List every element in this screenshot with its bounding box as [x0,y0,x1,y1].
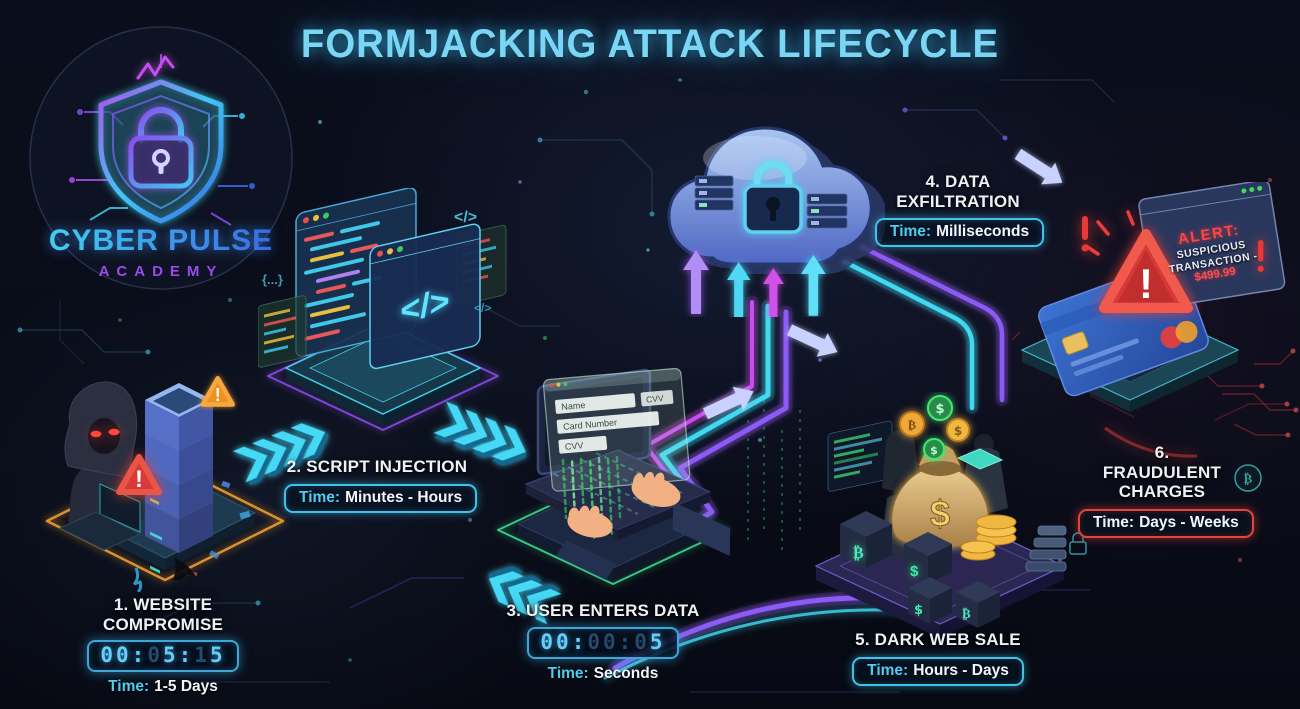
code-window-front: </> [369,223,481,370]
hacker-laptop-screen [99,483,141,533]
stage-2-duration-badge: Time:Minutes - Hours [284,483,478,513]
red-circuit-nodes [1285,348,1299,438]
cloud-server-rack-right [806,193,848,229]
bitcoin-icon: ₿ [853,543,864,562]
cyber-pulse-academy-logo: CYBER PULSE ACADEMY [29,26,293,290]
form-field-cvv-small-label: CVV [646,393,665,405]
svg-text:₿: ₿ [1244,472,1253,487]
circuit-nodes [17,107,1290,606]
user-hands [556,471,730,580]
server-stack [145,383,213,574]
stage-1-illustration-website-compromise: ! ! [45,376,285,592]
stage-6-illustration-fraudulent-charges: ! [1011,182,1299,438]
card-chip [1061,331,1089,355]
stage-5-illustration-dark-web-sale: $ $ ₿ $ $ ₿ [814,395,1067,638]
stage-4-label-block: 4. DATA EXFILTRATION Time:Milliseconds [875,172,1045,248]
stacked-slabs [1025,525,1067,572]
red-flow-trace [1104,426,1198,458]
coin-stack [960,514,1017,561]
data-rain-lines [747,400,801,555]
red-circuit-traces [1011,331,1296,436]
checkout-form-window: Name CVV Card Number CVV [542,367,691,492]
code-panel-left [258,295,307,368]
stage-1-title: 1. WEBSITE COMPROMISE [102,595,224,634]
svg-text:!: ! [215,385,221,405]
exclamation-icon: ! [1139,260,1153,307]
stage-6-label-block: 6. FRAUDULENT CHARGES Time:Days - Weeks [1078,443,1254,538]
code-icon: </> [474,301,491,315]
hacker-laptop-base [58,511,142,551]
stage-1-label-block: 1. WEBSITE COMPROMISE 00:05:15 Time:1-5 … [54,595,272,696]
warning-triangle-icon: ! [116,454,162,495]
page-title: FORMJACKING ATTACK LIFECYCLE [300,22,1000,66]
cloud-padlock-icon [743,160,803,234]
form-field-cvv[interactable] [558,435,608,454]
stage-1-countdown-timer: 00:05:15 [87,640,239,673]
upload-arrows [683,250,826,317]
form-field-cvv-small[interactable] [640,389,674,407]
form-field-name-label: Name [561,400,586,412]
stage-5-label-block: 5. DARK WEB SALE Time:Hours - Days [852,630,1024,686]
stage-5-duration-badge: Time:Hours - Days [852,656,1024,686]
dollar-icon: $ [914,603,923,618]
padlock-icon [128,107,194,189]
cloud-server-rack-left [694,175,734,211]
dollar-icon: $ [910,563,919,580]
hacker-figure [58,381,144,551]
logo-subtitle: ACADEMY [99,263,224,280]
stage-3-title: 3. USER ENTERS DATA [506,601,700,620]
exclamation-mark-icon [1081,216,1089,252]
debris-particles [132,480,251,592]
stage-3-duration: Time:Seconds [547,664,659,682]
hacker-eye [90,430,102,438]
stage-4-title: 4. DATA EXFILTRATION [896,172,1020,211]
stage-3-label-block: 3. USER ENTERS DATA 00:00:05 Time:Second… [506,601,700,683]
hooded-figure-left [882,429,920,491]
bitcoin-cube: ₿ [840,511,892,568]
money-bag-icon: $ [891,444,989,549]
darkweb-terminal-panel [827,420,893,492]
hacker-eye [108,428,120,436]
form-field-card-number[interactable] [556,411,660,434]
pulse-arrow-icon [136,55,175,80]
svg-text:!: ! [135,466,143,493]
stage-2-label-block: 2. SCRIPT INJECTION Time:Minutes - Hours [284,457,478,513]
card-network-circle [1175,320,1198,343]
stage-3-countdown-timer: 00:00:05 [527,626,679,659]
form-field-card-number-label: Card Number [563,417,618,432]
particle-dots [118,78,1272,662]
stage-6-duration-badge: Time:Days - Weeks [1078,508,1254,538]
stage-4-illustration-data-exfiltration [667,126,885,317]
stage-2-illustration-script-injection: </> </> {...} </> [258,188,507,431]
bitcoin-icon: ₿ [908,418,916,432]
dollar-icon: $ [954,424,962,438]
logo-name: CYBER PULSE [49,224,273,257]
stage-5-title: 5. DARK WEB SALE [855,630,1021,649]
stage-2-title: 2. SCRIPT INJECTION [286,457,468,476]
exclamation-mark-icon [1257,240,1264,272]
code-lines [304,221,382,341]
warning-triangle-icon: ! [200,376,235,407]
crypto-cubes-front: $ ₿ [908,577,1000,628]
stage-3-illustration-user-enters-data: Name CVV Card Number CVV [497,367,730,585]
form-field-cvv-label: CVV [564,440,583,452]
bitcoin-icon: ₿ [962,607,971,622]
dollar-icon: $ [935,402,944,417]
bitcoin-badge-icon: ₿ [1234,464,1262,492]
braces-icon: {...} [262,272,283,287]
stage-4-duration-badge: Time:Milliseconds [875,218,1045,248]
code-icon: </> [454,209,477,226]
stage-1-duration: Time:1-5 Days [108,678,218,696]
dollar-icon: $ [930,444,938,457]
form-field-name[interactable] [554,393,636,414]
floating-coins: $ ₿ $ $ [899,395,970,460]
stolen-data-package [956,448,1004,470]
dollar-cube: $ [904,532,952,584]
cloud-output-flow-lines [839,241,1008,414]
fraud-warning-triangle-icon: ! [1084,210,1193,313]
shield-inner-line [112,94,210,210]
dollar-icon: $ [930,493,950,534]
stage-6-title: 6. FRAUDULENT CHARGES [1102,443,1222,502]
